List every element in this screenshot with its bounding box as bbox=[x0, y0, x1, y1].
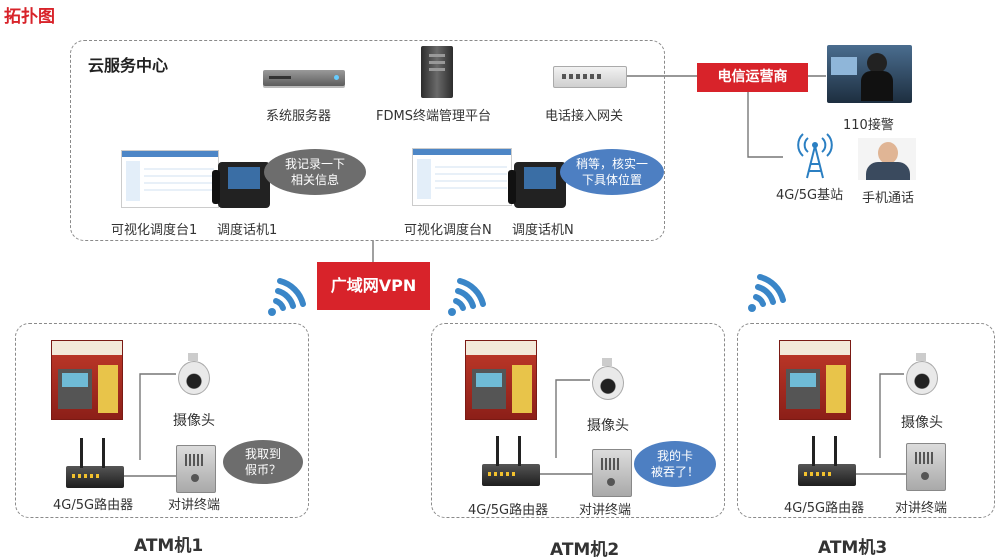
fdms-server-icon bbox=[421, 46, 453, 98]
atm1-camera-icon bbox=[176, 353, 210, 397]
atm2-machine-icon bbox=[465, 340, 537, 420]
atm2-speech-bubble: 我的卡 被吞了！ bbox=[634, 441, 716, 487]
police-operator-icon bbox=[827, 45, 912, 103]
atm2-router-icon bbox=[482, 436, 540, 486]
police-label: 110接警 bbox=[843, 118, 894, 133]
gateway-label: 电话接入网关 bbox=[545, 109, 624, 124]
phoneN-icon bbox=[508, 162, 566, 208]
atm3-camera-icon bbox=[904, 353, 938, 397]
atm2-intercom-icon bbox=[592, 449, 632, 497]
atm1-intercom-icon bbox=[176, 445, 216, 493]
atm1-router-icon bbox=[66, 438, 124, 488]
atm3-group bbox=[737, 323, 995, 518]
atm2-intercom-label: 对讲终端 bbox=[579, 503, 632, 518]
atm2-group bbox=[431, 323, 725, 518]
phoneN-label: 调度话机N bbox=[512, 223, 574, 238]
atm1-group bbox=[15, 323, 309, 518]
atm3-router-icon bbox=[798, 436, 856, 486]
atm2-camera-line bbox=[555, 379, 590, 458]
atm3-camera-label: 摄像头 bbox=[901, 415, 943, 431]
atm2-router-label: 4G/5G路由器 bbox=[468, 503, 549, 518]
console1-screen-icon bbox=[121, 150, 219, 208]
atm1-intercom-label: 对讲终端 bbox=[168, 498, 221, 513]
atm1-camera-label: 摄像头 bbox=[173, 413, 215, 429]
connection-lines bbox=[124, 75, 906, 477]
console1-label: 可视化调度台1 bbox=[111, 223, 198, 238]
tower-icon bbox=[797, 133, 833, 179]
atm1-camera-line bbox=[139, 373, 176, 460]
fdms-label: FDMS终端管理平台 bbox=[376, 109, 491, 124]
consoleN-screen-icon bbox=[412, 148, 512, 206]
atm3-label: ATM机3 bbox=[818, 538, 888, 558]
mobile-caller-icon bbox=[858, 138, 916, 180]
consoleN-speech-bubble: 稍等，核实一 下具体位置 bbox=[560, 149, 664, 195]
vpn-box: 广域网VPN bbox=[317, 262, 430, 310]
tower-label: 4G/5G基站 bbox=[776, 188, 844, 203]
gateway-icon bbox=[553, 66, 627, 88]
console1-speech-bubble: 我记录一下 相关信息 bbox=[264, 149, 366, 195]
phone1-label: 调度话机1 bbox=[217, 223, 278, 238]
atm1-router-label: 4G/5G路由器 bbox=[53, 498, 134, 513]
server-label: 系统服务器 bbox=[266, 109, 332, 124]
carrier-box: 电信运营商 bbox=[697, 63, 808, 92]
carrier-tower-line bbox=[747, 92, 783, 158]
consoleN-label: 可视化调度台N bbox=[404, 223, 492, 238]
page-title: 拓扑图 bbox=[4, 7, 55, 27]
wifi-icon-2 bbox=[448, 278, 486, 316]
atm3-camera-line bbox=[879, 373, 904, 458]
wifi-icons bbox=[268, 274, 786, 316]
wifi-icon-3 bbox=[748, 274, 786, 312]
atm2-camera-label: 摄像头 bbox=[587, 418, 629, 434]
atm3-machine-icon bbox=[779, 340, 851, 420]
cloud-center-title: 云服务中心 bbox=[88, 56, 169, 75]
mobile-label: 手机通话 bbox=[862, 191, 915, 206]
atm2-camera-icon bbox=[590, 358, 624, 402]
phone1-icon bbox=[212, 162, 270, 208]
cloud-center-group bbox=[70, 40, 665, 241]
atm3-router-label: 4G/5G路由器 bbox=[784, 501, 865, 516]
atm3-intercom-label: 对讲终端 bbox=[895, 501, 948, 516]
atm1-machine-icon bbox=[51, 340, 123, 420]
atm1-speech-bubble: 我取到 假币？ bbox=[223, 440, 303, 484]
server-icon bbox=[263, 70, 345, 86]
atm3-intercom-icon bbox=[906, 443, 946, 491]
wifi-icon-1 bbox=[268, 278, 306, 316]
atm1-label: ATM机1 bbox=[134, 536, 204, 556]
